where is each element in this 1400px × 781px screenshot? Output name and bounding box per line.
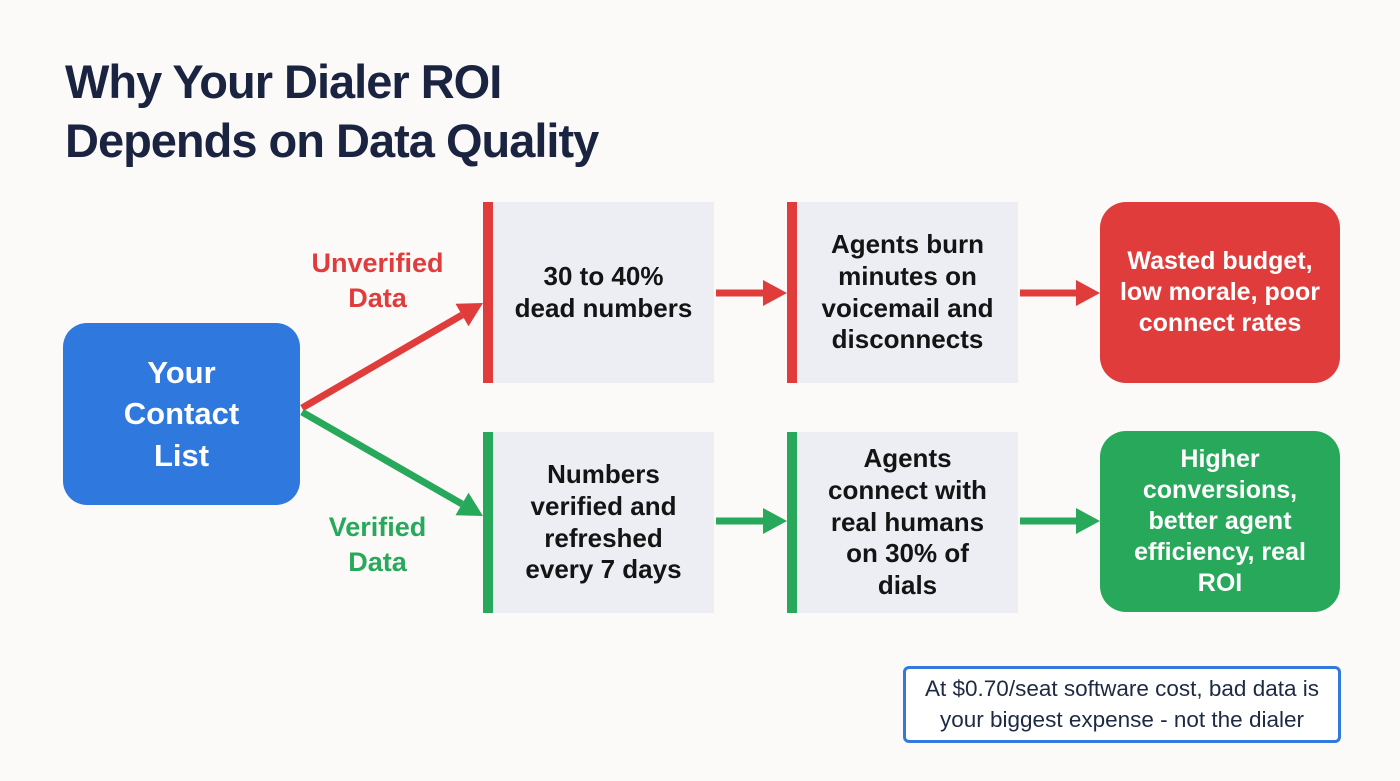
arrow-unverified-branch (300, 311, 464, 412)
unverified-step-2-text: Agents burn minutes on voicemail and dis… (821, 229, 994, 355)
cost-note-text: At $0.70/seat software cost, bad data is… (925, 676, 1319, 732)
verified-step-1: Numbers verified and refreshed every 7 d… (483, 432, 714, 613)
arrowhead-verified-step1-step2 (763, 508, 787, 534)
verified-step-2: Agents connect with real humans on 30% o… (787, 432, 1018, 613)
unverified-step-1-text: 30 to 40% dead numbers (514, 260, 693, 323)
verified-data-label: Verified Data (328, 512, 427, 578)
contact-list-label: Your Contact List (123, 355, 240, 473)
verified-step-1-text: Numbers verified and refreshed every 7 d… (525, 459, 682, 585)
unverified-outcome-text: Wasted budget, low morale, poor connect … (1119, 247, 1321, 337)
unverified-outcome-node: Wasted budget, low morale, poor connect … (1100, 202, 1340, 383)
contact-list-node: Your Contact List (63, 323, 300, 505)
arrowhead-verified-step2-outcome (1076, 508, 1100, 534)
cost-note-callout: At $0.70/seat software cost, bad data is… (903, 666, 1341, 743)
unverified-step-1: 30 to 40% dead numbers (483, 202, 714, 383)
arrow-verified-branch (300, 408, 464, 508)
arrowhead-unverified-step2-outcome (1076, 280, 1100, 306)
unverified-step-2: Agents burn minutes on voicemail and dis… (787, 202, 1018, 383)
verified-step-2-text: Agents connect with real humans on 30% o… (828, 443, 987, 601)
verified-outcome-node: Higher conversions, better agent efficie… (1100, 431, 1340, 612)
arrowhead-unverified-step1-step2 (763, 280, 787, 306)
verified-outcome-text: Higher conversions, better agent efficie… (1134, 445, 1306, 597)
unverified-data-label: Unverified Data (311, 248, 444, 314)
page-title: Why Your Dialer ROI Depends on Data Qual… (65, 55, 599, 168)
